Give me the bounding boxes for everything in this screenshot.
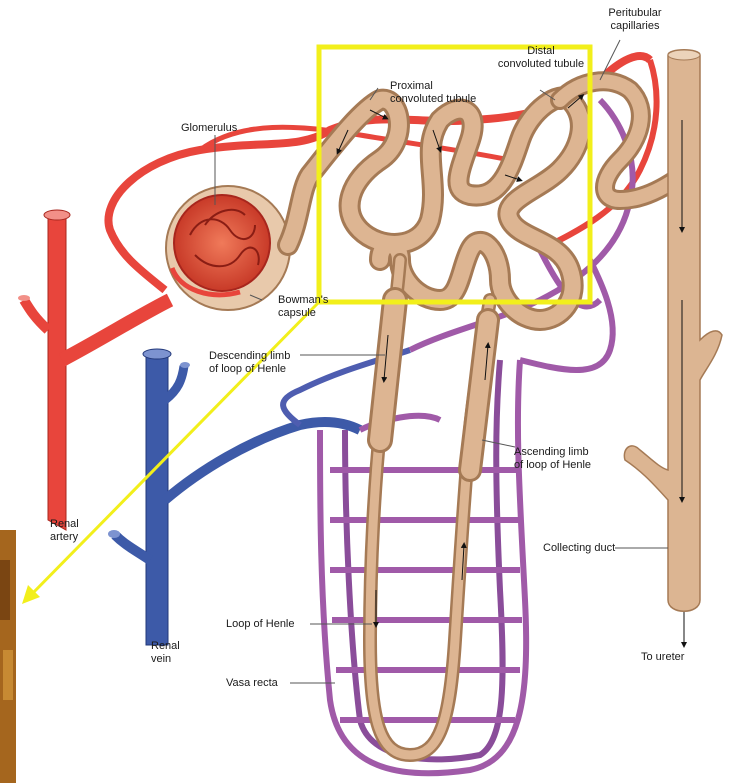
renal-vein-label: Renal vein [151,640,180,666]
to-ureter-label: To ureter [641,651,684,664]
distal-convoluted-tubule-label: Distal convoluted tubule [486,45,596,71]
vasa-recta-label: Vasa recta [226,677,278,690]
bowmans-capsule-label: Bowman's capsule [278,294,328,320]
ascending-limb-label: Ascending limb of loop of Henle [514,446,591,472]
glomerulus-label: Glomerulus [181,122,237,135]
proximal-convoluted-tubule-label: Proximal convoluted tubule [390,80,476,106]
loop-of-henle-label: Loop of Henle [226,618,295,631]
tissue-photo [0,530,16,783]
bowmans-capsule [166,186,290,310]
descending-limb-label: Descending limb of loop of Henle [209,350,290,376]
renal-artery-label: Renal artery [50,518,79,544]
nephron-tubule [288,81,675,755]
peritubular-capillaries-label: Peritubular capillaries [590,7,680,33]
collecting-duct-label: Collecting duct [543,542,615,555]
